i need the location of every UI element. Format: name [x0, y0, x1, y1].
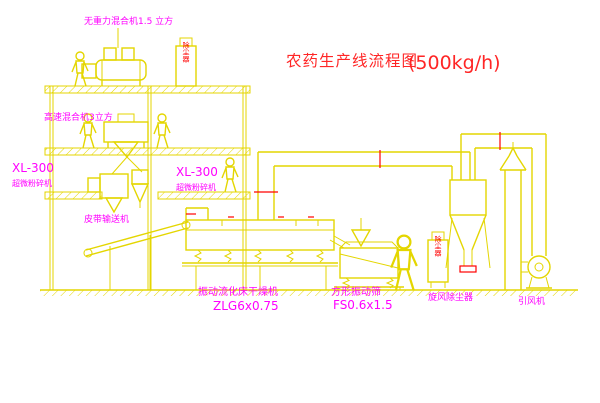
floor-slab-lower-right — [157, 191, 251, 200]
dryer-spring — [253, 249, 262, 263]
square-sieve-model-label: FS0.6x1.5 — [333, 298, 393, 312]
building-frame — [44, 85, 251, 290]
mill-left-model-label: XL-300 — [12, 161, 54, 175]
person-figure — [221, 157, 239, 193]
fluid-bed-dryer-model-label: ZLG6x0.75 — [213, 299, 279, 313]
person-figure — [71, 51, 89, 87]
diagram-title-capacity: (500kg/h) — [408, 52, 501, 74]
high-speed-mixer — [103, 113, 149, 175]
gravity-mixer-label: 无重力混合机1.5 立方 — [84, 15, 173, 27]
dryer-spring — [315, 249, 324, 263]
dust-collector-top-label: 除尘器 — [182, 41, 190, 64]
mill-left-name-label: 超微粉碎机 — [12, 178, 52, 188]
dryer-spring — [285, 249, 294, 263]
mill-cyclone-body — [131, 169, 149, 185]
ground-line — [40, 289, 578, 296]
chimney-stack — [499, 142, 527, 290]
square-sieve-label: 方形振动筛 — [331, 285, 381, 298]
cyclone-label: 旋风除尘器 — [428, 291, 473, 303]
pulverizer-mill — [87, 169, 150, 214]
person-figure — [153, 113, 171, 149]
induced-draft-fan — [521, 255, 552, 289]
cyclone-separator — [445, 133, 547, 273]
mill-mid-name-label: 超微粉碎机 — [176, 182, 216, 192]
square-vibrating-sieve — [334, 218, 404, 290]
mixer-motor — [81, 63, 97, 79]
dryer-spring — [223, 249, 232, 263]
fluid-bed-dryer-label: 振动流化床干燥机 — [198, 285, 278, 298]
induced-draft-fan-label: 引风机 — [518, 295, 545, 307]
mill-mid-model-label: XL-300 — [176, 165, 218, 179]
flange-marks — [186, 132, 501, 218]
dust-collector-cabinet-top: 除尘器 — [175, 37, 197, 87]
person-figure — [390, 234, 418, 292]
dust-collector-right-label: 除尘器 — [434, 235, 442, 258]
conveyor-roller — [83, 248, 93, 258]
floor-slab-top — [44, 85, 251, 94]
belt-conveyor-label: 皮带输送机 — [84, 213, 129, 225]
fluid-bed-dryer — [182, 207, 351, 290]
floor-slab-middle — [44, 147, 251, 156]
belt-conveyor — [83, 220, 191, 290]
high-speed-mixer-label: 高速混合机3立方 — [44, 111, 113, 123]
cyclone-discharge-flange — [459, 265, 477, 273]
exhaust-duct — [257, 151, 471, 220]
gravity-mixer — [81, 28, 147, 86]
dust-collector-cabinet-right: 除尘器 — [427, 231, 449, 288]
dryer-spring — [193, 249, 202, 263]
mill-motor — [87, 177, 101, 193]
diagram-title: 农药生产线流程图 — [286, 52, 418, 70]
floor-slab-lower-left — [44, 191, 103, 200]
sieve-feed-hopper — [350, 229, 372, 248]
diagram-labels: 农药生产线流程图 (500kg/h) 无重力混合机1.5 立方 高速混合机3立方… — [12, 15, 545, 313]
